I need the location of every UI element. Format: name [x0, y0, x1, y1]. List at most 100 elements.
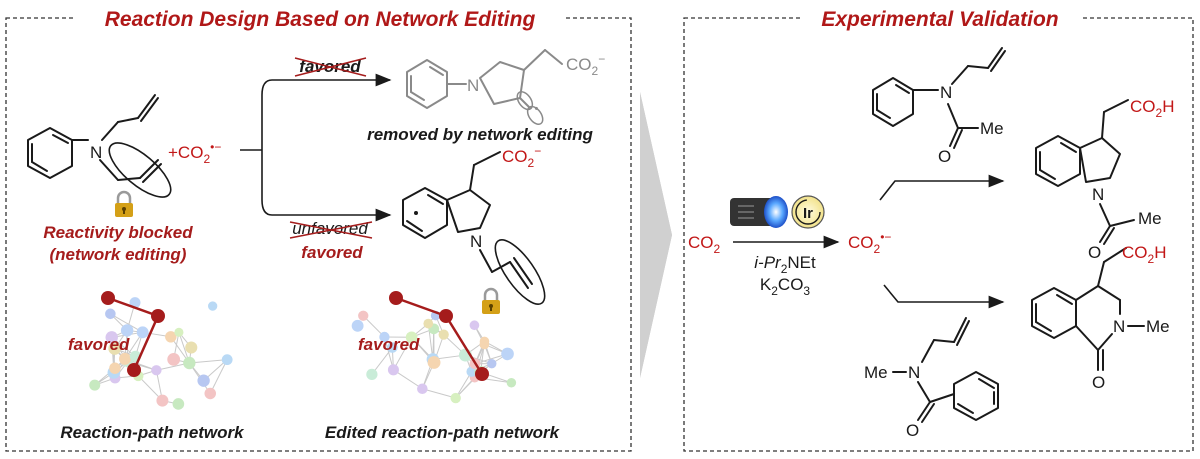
network-node: [405, 331, 418, 344]
lower-product-n-atom: N: [470, 232, 482, 251]
bottom-substrate-o-atom: O: [906, 421, 919, 440]
co2-start-reagent: CO2: [688, 233, 721, 256]
right-network-favored-label: favored: [358, 335, 420, 354]
network-edge: [383, 336, 394, 370]
network-node: [185, 341, 198, 354]
network-node: [151, 365, 162, 376]
branch-arrows: [240, 73, 392, 222]
network-node: [105, 331, 118, 344]
lower-strike-2: [289, 221, 373, 239]
substrate-structure: N: [27, 94, 172, 198]
network-node: [172, 398, 185, 410]
network-graph-right: favored: [351, 291, 517, 404]
lower-product-arrow: [883, 284, 1005, 309]
network-node: [208, 301, 218, 311]
network-node: [379, 331, 390, 343]
network-node: [120, 324, 134, 337]
upper-product-n-atom: N: [467, 76, 479, 95]
network-node: [387, 342, 398, 353]
right-panel-title: Experimental Validation: [821, 8, 1058, 31]
left-panel-title: Reaction Design Based on Network Editing: [105, 8, 536, 31]
removed-caption: removed by network editing: [367, 125, 593, 144]
network-node: [119, 352, 131, 365]
co2-radical-product: CO2•−: [848, 230, 891, 256]
blocked-bond-ring: [108, 142, 172, 198]
bottom-product-me-group: Me: [1146, 317, 1170, 336]
top-substrate-o-atom: O: [938, 147, 951, 166]
upper-product-carboxylate: CO2−: [566, 52, 605, 78]
network-node: [167, 352, 181, 366]
left-panel: Reaction Design Based on Network Editing…: [5, 4, 632, 452]
catalyst-label: Ir: [803, 205, 813, 222]
right-panel-frame: [683, 17, 1194, 452]
base-reagent-2: K2CO3: [760, 275, 811, 298]
network-node: [387, 364, 399, 376]
left-network-caption: Reaction-path network: [60, 423, 245, 442]
bottom-substrate-me-group: Me: [864, 363, 888, 382]
blocked-caption-line-2: (network editing): [50, 245, 187, 264]
bottom-substrate-n-atom: N: [908, 363, 920, 382]
network-node: [487, 358, 497, 369]
network-node: [174, 327, 184, 337]
network-node: [183, 356, 196, 370]
upper-product-structure: N CO2−: [406, 49, 605, 126]
network-node: [438, 329, 449, 340]
top-product-o-atom: O: [1088, 243, 1101, 262]
network-edge: [422, 388, 456, 399]
network-node: [450, 392, 461, 404]
bottom-product-o-atom: O: [1092, 373, 1105, 392]
network-node: [108, 342, 122, 355]
top-product-acid: CO2H: [1130, 97, 1174, 120]
co2-radical-reagent: +CO2•−: [168, 140, 221, 166]
lower-blocked-ring: [494, 239, 546, 305]
network-node: [89, 379, 101, 391]
network-node: [351, 319, 364, 332]
network-node: [109, 362, 121, 374]
lock-icon: [115, 190, 133, 217]
radical-dot: [414, 211, 418, 215]
network-node: [136, 326, 149, 339]
network-edge: [189, 359, 228, 364]
bottom-product-n-atom: N: [1113, 317, 1125, 336]
network-edge: [110, 313, 143, 333]
bottom-product-acid: CO2H: [1122, 243, 1166, 266]
top-substrate-n-atom: N: [940, 83, 952, 102]
network-node: [423, 318, 434, 329]
network-node: [221, 354, 233, 366]
left-panel-frame: [5, 17, 632, 452]
base-reagent-1: i-Pr2NEt: [754, 253, 816, 276]
network-node: [105, 308, 116, 320]
network-node: [506, 377, 517, 388]
network-node: [197, 374, 210, 387]
network-node: [466, 366, 477, 377]
blocked-caption-line-1: Reactivity blocked: [43, 223, 193, 242]
network-node: [427, 356, 441, 369]
lock-icon-2: [482, 287, 500, 314]
network-node: [129, 297, 141, 309]
network-node: [204, 387, 216, 400]
top-product-n-atom: N: [1092, 185, 1104, 204]
left-network-favored-label: favored: [68, 335, 130, 354]
network-graph-left: favored: [68, 291, 233, 410]
lower-product-structure: CO2− N: [402, 144, 546, 305]
top-product-me-group: Me: [1138, 209, 1162, 228]
network-edge: [209, 359, 228, 394]
top-substrate-me-group: Me: [980, 119, 1004, 138]
network-node: [417, 383, 428, 395]
right-network-caption: Edited reaction-path network: [325, 423, 561, 442]
network-node: [358, 310, 369, 321]
network-node: [469, 320, 480, 331]
top-substrate-structure: N O Me: [872, 47, 1006, 166]
lower-product-carboxylate: CO2−: [502, 144, 541, 170]
bottom-product-structure: N Me O CO2H: [1031, 243, 1170, 392]
substrate-n-atom: N: [90, 143, 102, 162]
top-product-structure: CO2H N O Me: [1035, 97, 1174, 262]
network-node: [501, 347, 514, 361]
network-node: [156, 394, 169, 407]
network-node: [366, 368, 378, 380]
upper-strike-2: [294, 57, 367, 77]
left-title-backdrop: [75, 4, 565, 32]
network-node: [165, 331, 177, 343]
iridium-catalyst-icon: Ir: [791, 195, 825, 229]
